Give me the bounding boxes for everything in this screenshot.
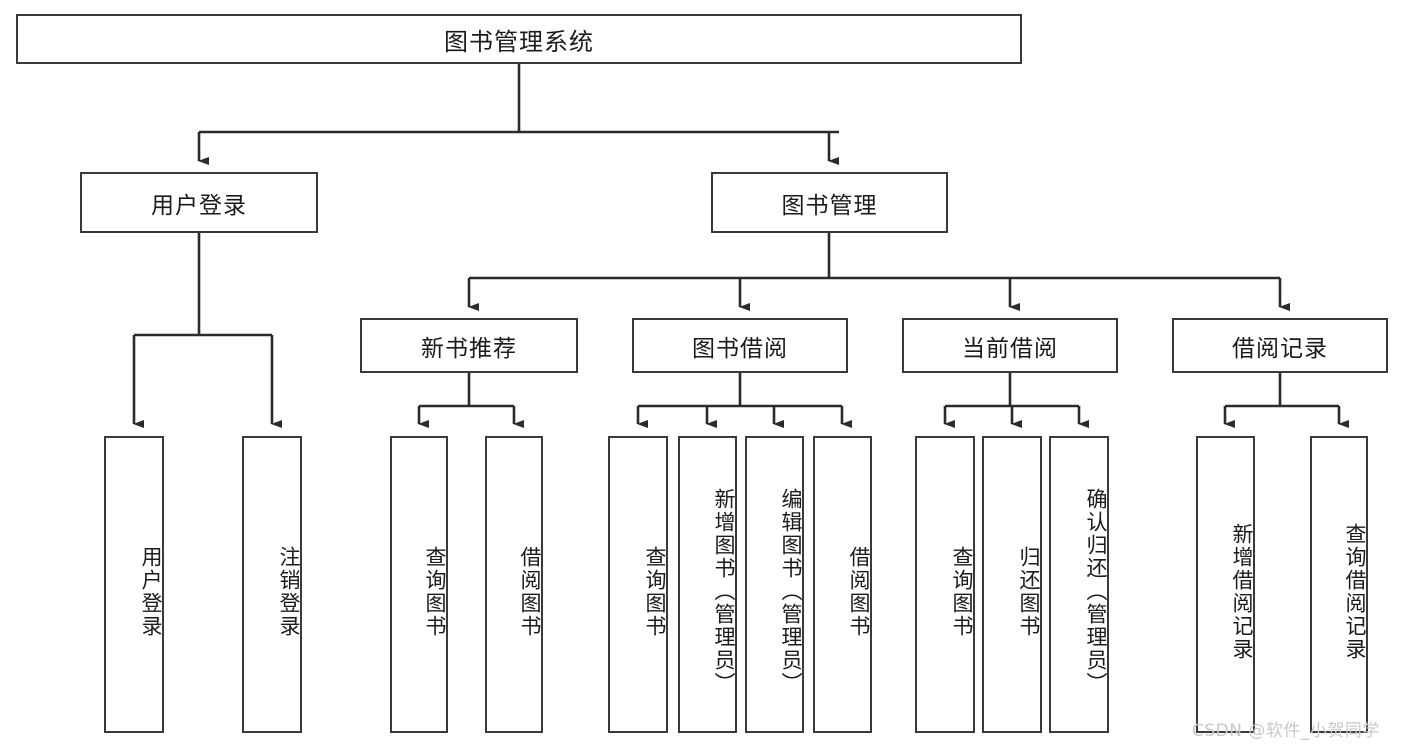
- leaf-label: 查询图书: [423, 545, 447, 638]
- leaf-label: 注销登录: [277, 545, 301, 638]
- leaf-label: 查询借阅记录: [1343, 522, 1367, 661]
- leaf-query-book-recommend[interactable]: 查询图书: [390, 436, 448, 733]
- node-book-borrow[interactable]: 图书借阅: [632, 318, 848, 373]
- leaf-confirm-return-admin[interactable]: 确认归还（管理员）: [1049, 436, 1109, 733]
- leaf-label: 查询图书: [950, 545, 974, 638]
- leaf-borrow-book-recommend[interactable]: 借阅图书: [485, 436, 543, 733]
- csdn-watermark: CSDN @软件_小贺同学: [1192, 721, 1380, 741]
- leaf-user-login[interactable]: 用户登录: [104, 436, 164, 733]
- leaf-query-book-borrow[interactable]: 查询图书: [608, 436, 668, 733]
- leaf-label: 借阅图书: [847, 545, 871, 638]
- node-root[interactable]: 图书管理系统: [16, 14, 1022, 64]
- node-borrow-record[interactable]: 借阅记录: [1172, 318, 1388, 373]
- leaf-label: 用户登录: [139, 545, 163, 638]
- leaf-borrow-book[interactable]: 借阅图书: [813, 436, 872, 733]
- leaf-label: 新增图书（管理员）: [712, 488, 736, 695]
- leaf-add-book-admin[interactable]: 新增图书（管理员）: [678, 436, 737, 733]
- leaf-add-borrow-record[interactable]: 新增借阅记录: [1196, 436, 1255, 733]
- leaf-label: 确认归还（管理员）: [1084, 488, 1108, 695]
- node-current-borrow[interactable]: 当前借阅: [902, 318, 1118, 373]
- leaf-logout[interactable]: 注销登录: [242, 436, 302, 733]
- leaf-label: 借阅图书: [518, 545, 542, 638]
- leaf-label: 查询图书: [643, 545, 667, 638]
- node-user-login[interactable]: 用户登录: [80, 172, 318, 233]
- leaf-label: 编辑图书（管理员）: [779, 488, 803, 695]
- leaf-return-book[interactable]: 归还图书: [982, 436, 1042, 733]
- leaf-query-book-current[interactable]: 查询图书: [915, 436, 975, 733]
- node-new-book-recommend[interactable]: 新书推荐: [360, 318, 578, 373]
- leaf-edit-book-admin[interactable]: 编辑图书（管理员）: [745, 436, 804, 733]
- leaf-label: 新增借阅记录: [1230, 522, 1254, 661]
- node-book-management[interactable]: 图书管理: [711, 172, 948, 233]
- leaf-label: 归还图书: [1017, 545, 1041, 638]
- leaf-query-borrow-record[interactable]: 查询借阅记录: [1310, 436, 1368, 733]
